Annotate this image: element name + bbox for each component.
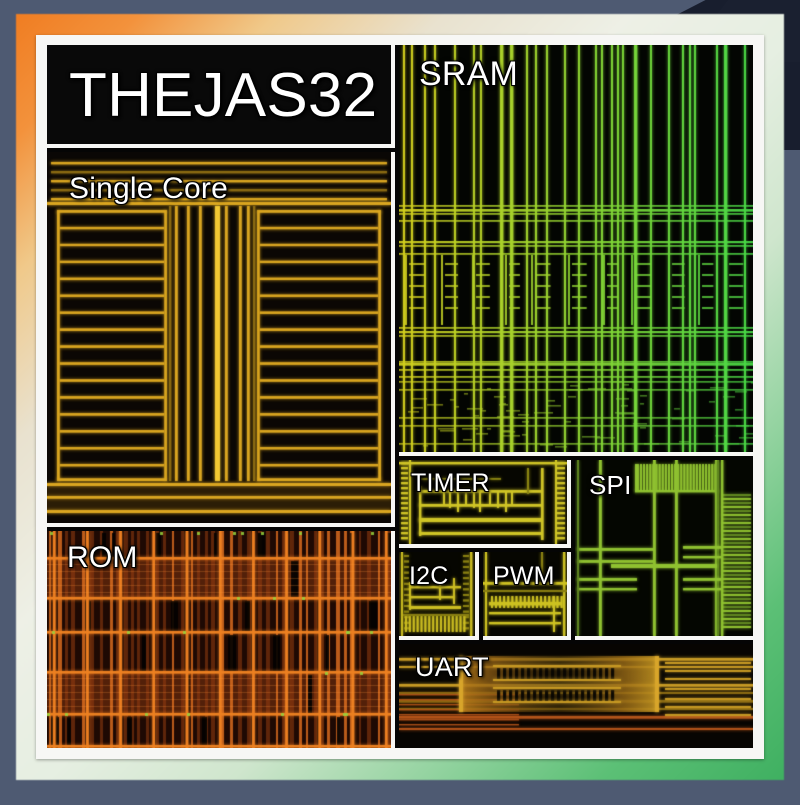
die-area: THEJAS32 Single Core ROM SRAM TIMER I2C (47, 45, 753, 748)
pwm-circuitry (483, 552, 567, 636)
block-pwm[interactable]: PWM (483, 552, 571, 640)
timer-circuitry (399, 460, 567, 544)
uart-circuitry (399, 644, 753, 748)
block-spi[interactable]: SPI (575, 460, 753, 640)
i2c-circuitry (399, 552, 475, 636)
sram-circuitry (399, 45, 753, 452)
block-title[interactable]: THEJAS32 (47, 45, 395, 148)
spi-circuitry (575, 460, 753, 636)
block-sram[interactable]: SRAM (399, 45, 753, 456)
block-timer[interactable]: TIMER (399, 460, 571, 548)
rom-circuitry (47, 531, 391, 748)
block-rom[interactable]: ROM (47, 531, 395, 748)
page-title: THEJAS32 (69, 61, 378, 130)
block-uart[interactable]: UART (399, 644, 753, 748)
block-single-core[interactable]: Single Core (47, 152, 395, 527)
block-i2c[interactable]: I2C (399, 552, 479, 640)
single-core-circuitry (47, 152, 391, 523)
